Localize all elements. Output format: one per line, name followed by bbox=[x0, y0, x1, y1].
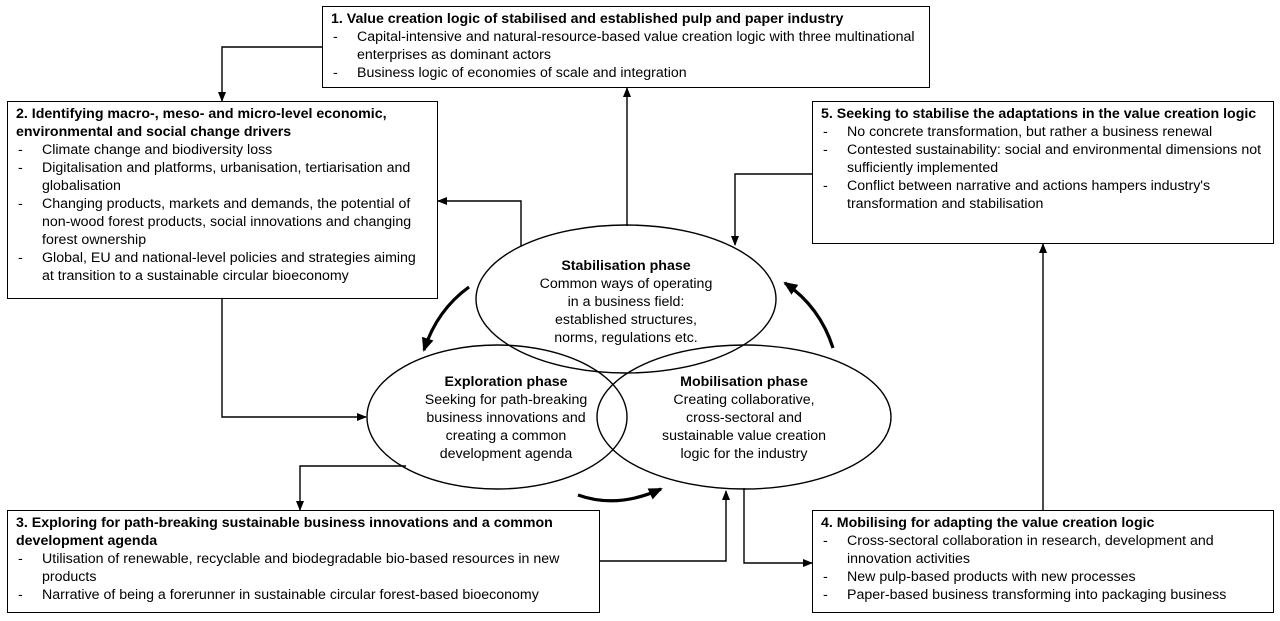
box-mobilising: 4. Mobilising for adapting the value cre… bbox=[812, 510, 1274, 613]
arrow-exploration-to-box3 bbox=[296, 465, 406, 511]
list-item: Global, EU and national-level policies a… bbox=[16, 249, 429, 285]
phase-line: creating a common bbox=[445, 428, 567, 444]
box4-list: Cross-sectoral collaboration in research… bbox=[821, 532, 1265, 604]
cycle-arrow-bottom bbox=[577, 487, 663, 503]
box1-title: 1. Value creation logic of stabilised an… bbox=[331, 11, 844, 27]
list-item: Capital-intensive and natural-resource-b… bbox=[331, 28, 921, 64]
phase-line: Seeking for path-breaking bbox=[424, 392, 588, 408]
arrow-box3-to-mobilisation bbox=[600, 490, 730, 562]
phase-line: logic for the industry bbox=[680, 446, 808, 462]
list-item: Changing products, markets and demands, … bbox=[16, 195, 429, 249]
phase-line: cross-sectoral and bbox=[686, 410, 802, 426]
box-change-drivers: 2. Identifying macro-, meso- and micro-l… bbox=[7, 101, 438, 299]
box2-list: Climate change and biodiversity loss Dig… bbox=[16, 141, 429, 285]
mobilisation-phase-label: Mobilisation phase Creating collaborativ… bbox=[634, 373, 854, 463]
list-item: New pulp-based products with new process… bbox=[821, 568, 1265, 586]
arrow-box5-to-stabilisation bbox=[731, 173, 812, 246]
list-item: Business logic of economies of scale and… bbox=[331, 64, 921, 82]
box-exploring-innovations: 3. Exploring for path-breaking sustainab… bbox=[7, 510, 600, 613]
phase-line: sustainable value creation bbox=[661, 428, 827, 444]
stabilisation-ellipse bbox=[475, 224, 777, 374]
phase-line: established structures, bbox=[555, 312, 697, 328]
list-item: Narrative of being a forerunner in susta… bbox=[16, 586, 591, 604]
list-item: Contested sustainability: social and env… bbox=[821, 141, 1265, 177]
box-stabilise-adaptations: 5. Seeking to stabilise the adaptations … bbox=[812, 101, 1274, 244]
box4-title: 4. Mobilising for adapting the value cre… bbox=[821, 515, 1155, 531]
cycle-arrow-left bbox=[422, 285, 470, 352]
exploration-phase-label: Exploration phase Seeking for path-break… bbox=[396, 373, 616, 463]
arrow-box1-to-box2 bbox=[218, 46, 322, 102]
arrow-box2-to-exploration bbox=[221, 299, 367, 421]
list-item: Utilisation of renewable, recyclable and… bbox=[16, 550, 591, 586]
stabilisation-phase-label: Stabilisation phase Common ways of opera… bbox=[516, 257, 736, 347]
mobilisation-phase-title: Mobilisation phase bbox=[680, 374, 808, 390]
box3-list: Utilisation of renewable, recyclable and… bbox=[16, 550, 591, 604]
arrow-mobilisation-to-box4 bbox=[743, 488, 813, 567]
phase-line: in a business field: bbox=[567, 294, 685, 310]
list-item: Climate change and biodiversity loss bbox=[16, 141, 429, 159]
list-item: No concrete transformation, but rather a… bbox=[821, 123, 1265, 141]
cycle-arrow-right bbox=[783, 281, 835, 349]
box-value-creation-logic: 1. Value creation logic of stabilised an… bbox=[322, 6, 930, 88]
phase-line: norms, regulations etc. bbox=[554, 330, 698, 346]
box5-list: No concrete transformation, but rather a… bbox=[821, 123, 1265, 213]
box1-list: Capital-intensive and natural-resource-b… bbox=[331, 28, 921, 82]
phase-line: development agenda bbox=[439, 446, 573, 462]
list-item: Paper-based business transforming into p… bbox=[821, 586, 1265, 604]
phase-line: business innovations and bbox=[426, 410, 586, 426]
list-item: Cross-sectoral collaboration in research… bbox=[821, 532, 1265, 568]
box2-title: 2. Identifying macro-, meso- and micro-l… bbox=[16, 106, 387, 140]
exploration-phase-title: Exploration phase bbox=[444, 374, 568, 390]
box3-title: 3. Exploring for path-breaking sustainab… bbox=[16, 515, 553, 549]
arrow-stabilisation-to-box2 bbox=[437, 197, 522, 246]
phase-line: Common ways of operating bbox=[539, 276, 713, 292]
phase-line: Creating collaborative, bbox=[673, 392, 815, 408]
list-item: Conflict between narrative and actions h… bbox=[821, 177, 1265, 213]
box5-title: 5. Seeking to stabilise the adaptations … bbox=[821, 106, 1257, 122]
list-item: Digitalisation and platforms, urbanisati… bbox=[16, 159, 429, 195]
exploration-ellipse bbox=[366, 344, 628, 490]
stabilisation-phase-title: Stabilisation phase bbox=[561, 258, 691, 274]
